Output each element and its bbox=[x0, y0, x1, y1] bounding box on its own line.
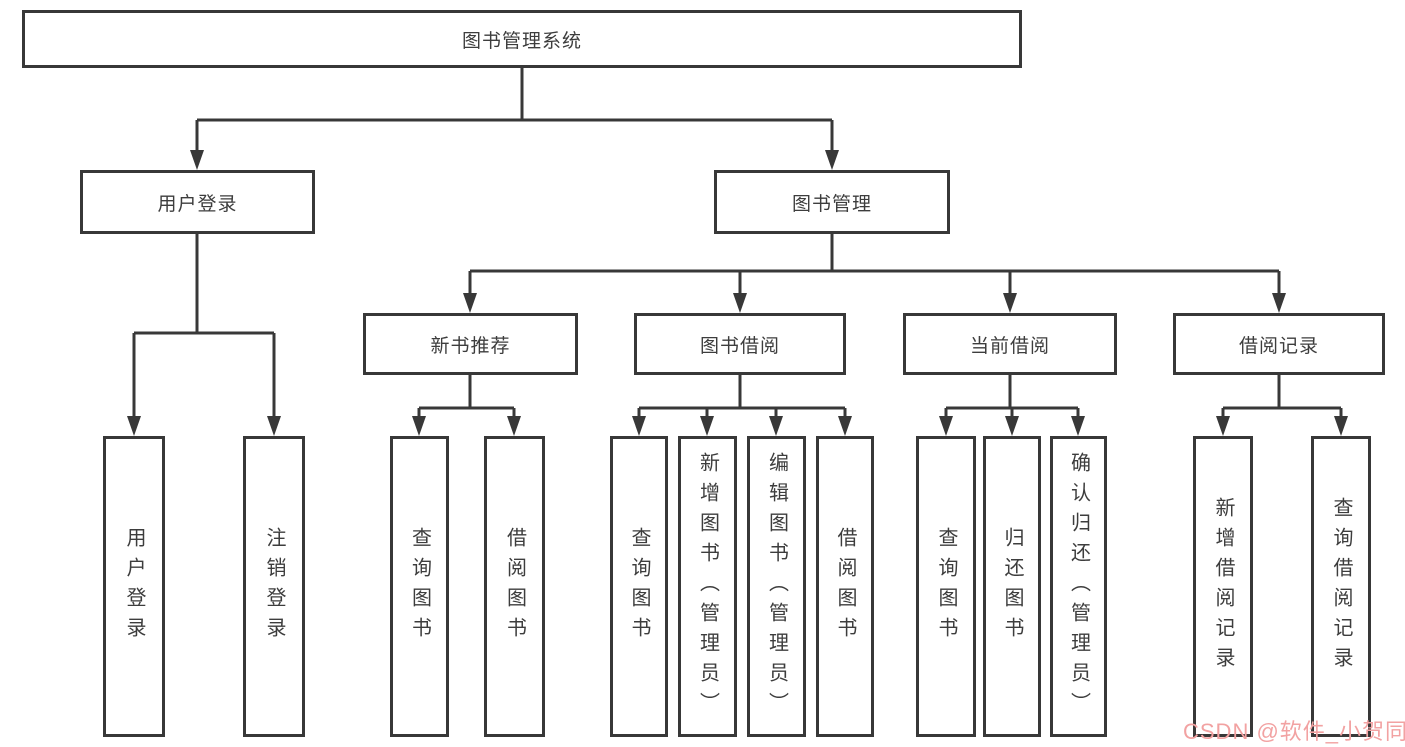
leaf-label: 注销登录 bbox=[263, 526, 285, 647]
connector-root-to-level2 bbox=[190, 68, 839, 170]
leaf-label: 查询图书 bbox=[408, 526, 431, 647]
node-root: 图书管理系统 bbox=[22, 10, 1022, 68]
leaf-query-books-borrow: 查询图书 bbox=[610, 436, 668, 737]
arrowhead bbox=[1216, 416, 1230, 436]
node-book-management: 图书管理 bbox=[714, 170, 950, 234]
leaf-label: 确认归还（管理员） bbox=[1067, 451, 1090, 722]
leaf-label: 借阅图书 bbox=[503, 526, 526, 647]
leaf-confirm-return-admin: 确认归还（管理员） bbox=[1050, 436, 1107, 737]
arrowhead bbox=[1334, 416, 1348, 436]
leaf-user-login: 用户登录 bbox=[103, 436, 165, 737]
arrowhead bbox=[127, 416, 141, 436]
arrowhead bbox=[1071, 416, 1085, 436]
leaf-label: 归还图书 bbox=[1001, 526, 1023, 647]
connector-borrow-records-to-leaves bbox=[1216, 375, 1348, 436]
arrowhead bbox=[1003, 293, 1017, 313]
arrowhead bbox=[825, 150, 839, 170]
connector-line bbox=[468, 234, 1281, 296]
leaf-label: 用户登录 bbox=[123, 526, 145, 647]
leaf-query-borrow-record: 查询借阅记录 bbox=[1311, 436, 1371, 737]
leaf-label: 查询借阅记录 bbox=[1330, 496, 1352, 677]
arrowhead bbox=[412, 416, 426, 436]
node-new-book-recommend: 新书推荐 bbox=[363, 313, 578, 375]
leaf-query-books-recommend: 查询图书 bbox=[390, 436, 449, 737]
node-borrow-records: 借阅记录 bbox=[1173, 313, 1385, 375]
arrowhead bbox=[939, 416, 953, 436]
csdn-watermark: CSDN @软件_小贺同学 bbox=[1183, 719, 1405, 744]
leaf-return-books: 归还图书 bbox=[983, 436, 1041, 737]
leaf-add-book-admin: 新增图书（管理员） bbox=[678, 436, 737, 737]
connector-line bbox=[944, 375, 1080, 419]
node-current-borrow: 当前借阅 bbox=[903, 313, 1117, 375]
arrowhead bbox=[733, 293, 747, 313]
connector-line bbox=[417, 375, 516, 419]
leaf-borrow-books-recommend: 借阅图书 bbox=[484, 436, 545, 737]
leaf-query-books-current: 查询图书 bbox=[916, 436, 976, 737]
leaf-label: 新增借阅记录 bbox=[1212, 496, 1234, 677]
arrowhead bbox=[838, 416, 852, 436]
connector-line bbox=[637, 375, 847, 419]
connector-user-login-to-leaves bbox=[127, 234, 281, 436]
connector-book-management-to-level3 bbox=[463, 234, 1286, 313]
node-user-login: 用户登录 bbox=[80, 170, 315, 234]
leaf-label: 编辑图书（管理员） bbox=[765, 451, 788, 722]
connector-line bbox=[132, 234, 276, 419]
leaf-label: 查询图书 bbox=[935, 526, 957, 647]
arrowhead bbox=[1005, 416, 1019, 436]
connector-book-borrow-to-leaves bbox=[632, 375, 852, 436]
connector-line bbox=[1221, 375, 1343, 419]
leaf-add-borrow-record: 新增借阅记录 bbox=[1193, 436, 1253, 737]
arrowhead bbox=[463, 293, 477, 313]
leaf-label: 查询图书 bbox=[628, 526, 650, 647]
connector-new-book-recommend-to-leaves bbox=[412, 375, 521, 436]
leaf-label: 新增图书（管理员） bbox=[696, 451, 719, 722]
arrowhead bbox=[700, 416, 714, 436]
arrowhead bbox=[1272, 293, 1286, 313]
arrowhead bbox=[632, 416, 646, 436]
node-book-borrow: 图书借阅 bbox=[634, 313, 846, 375]
arrowhead bbox=[769, 416, 783, 436]
arrowhead bbox=[507, 416, 521, 436]
leaf-borrow-books: 借阅图书 bbox=[816, 436, 874, 737]
connector-current-borrow-to-leaves bbox=[939, 375, 1085, 436]
connector-line bbox=[195, 68, 834, 153]
leaf-edit-book-admin: 编辑图书（管理员） bbox=[747, 436, 806, 737]
leaf-logout: 注销登录 bbox=[243, 436, 305, 737]
leaf-label: 借阅图书 bbox=[834, 526, 856, 647]
arrowhead bbox=[267, 416, 281, 436]
arrowhead bbox=[190, 150, 204, 170]
